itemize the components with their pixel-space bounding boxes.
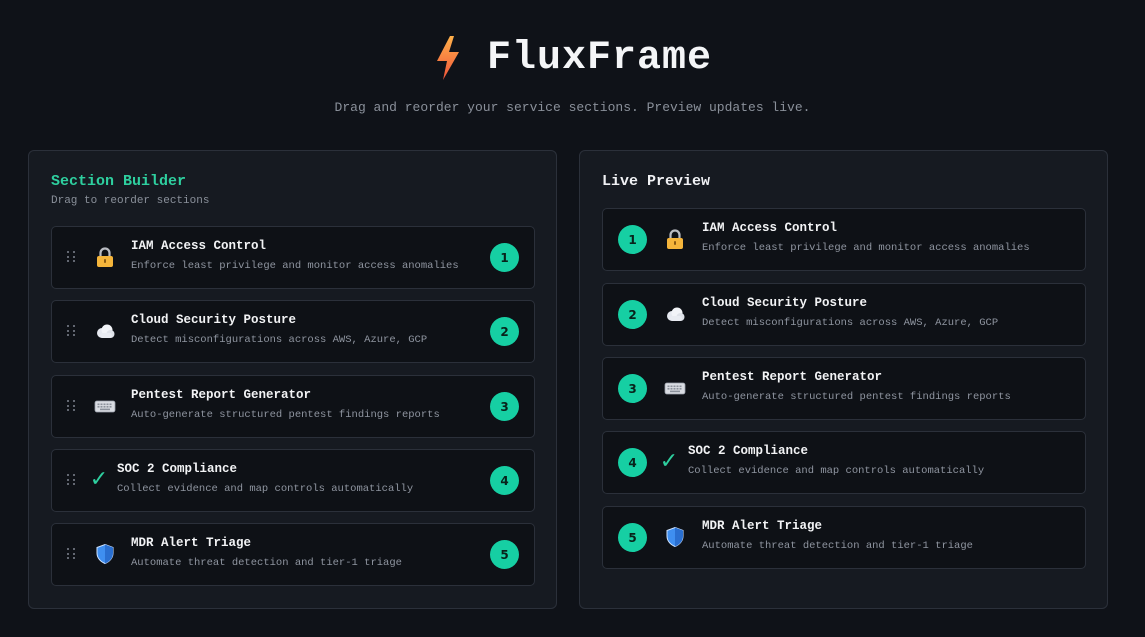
order-badge: 4: [490, 466, 519, 495]
preview-card-pentest: 3 Pentest Report Generator Auto-generate…: [602, 357, 1086, 420]
keyboard-icon: [662, 375, 688, 401]
card-description: Enforce least privilege and monitor acce…: [131, 260, 459, 272]
drag-handle-icon[interactable]: [67, 400, 76, 412]
lightning-bolt-icon: [436, 36, 459, 80]
card-description: Automate threat detection and tier-1 tri…: [131, 557, 402, 569]
builder-card-iam[interactable]: IAM Access Control Enforce least privile…: [51, 226, 535, 289]
card-title: SOC 2 Compliance: [688, 444, 809, 458]
check-mark-icon: ✓: [89, 467, 109, 492]
preview-card-soc2: 4 ✓ SOC 2 Compliance Collect evidence an…: [602, 431, 1086, 494]
builder-card-cloud[interactable]: Cloud Security Posture Detect misconfigu…: [51, 300, 535, 363]
card-title: MDR Alert Triage: [702, 519, 823, 533]
card-description: Auto-generate structured pentest finding…: [131, 409, 440, 421]
drag-handle-icon[interactable]: [67, 474, 76, 486]
card-title: IAM Access Control: [131, 239, 267, 253]
card-title: IAM Access Control: [702, 221, 838, 235]
card-description: Auto-generate structured pentest finding…: [702, 391, 1011, 403]
card-description: Automate threat detection and tier-1 tri…: [702, 540, 973, 552]
order-badge: 4: [618, 448, 647, 477]
drag-handle-icon[interactable]: [67, 548, 76, 560]
drag-handle-icon[interactable]: [67, 251, 76, 263]
card-title: Pentest Report Generator: [702, 370, 883, 384]
builder-card-mdr[interactable]: MDR Alert Triage Automate threat detecti…: [51, 523, 535, 586]
panel-subtitle: Drag to reorder sections: [51, 195, 210, 207]
card-title: Cloud Security Posture: [702, 296, 868, 310]
order-badge: 5: [618, 523, 647, 552]
cloud-icon: [662, 301, 688, 327]
shield-icon: [662, 524, 688, 550]
card-title: Pentest Report Generator: [131, 388, 312, 402]
cloud-icon: [92, 318, 118, 344]
card-description: Enforce least privilege and monitor acce…: [702, 242, 1030, 254]
shield-icon: [92, 541, 118, 567]
preview-card-mdr: 5 MDR Alert Triage Automate threat detec…: [602, 506, 1086, 569]
card-description: Detect misconfigurations across AWS, Azu…: [702, 317, 999, 329]
brand: FluxFrame: [0, 30, 1145, 86]
order-badge: 3: [490, 392, 519, 421]
order-badge: 2: [618, 300, 647, 329]
order-badge: 1: [490, 243, 519, 272]
section-builder-panel: Section Builder Drag to reorder sections…: [28, 150, 557, 609]
lock-icon: [92, 244, 118, 270]
live-preview-panel: Live Preview 1 IAM Access Control Enforc…: [579, 150, 1108, 609]
app-header: FluxFrame Drag and reorder your service …: [0, 30, 1145, 116]
card-description: Collect evidence and map controls automa…: [117, 483, 414, 495]
builder-card-soc2[interactable]: ✓ SOC 2 Compliance Collect evidence and …: [51, 449, 535, 512]
order-badge: 5: [490, 540, 519, 569]
check-mark-icon: ✓: [659, 449, 679, 474]
panel-title: Live Preview: [602, 173, 711, 190]
tagline: Drag and reorder your service sections. …: [334, 100, 811, 115]
order-badge: 3: [618, 374, 647, 403]
brand-name: FluxFrame: [486, 35, 713, 81]
card-title: MDR Alert Triage: [131, 536, 252, 550]
preview-card-cloud: 2 Cloud Security Posture Detect misconfi…: [602, 283, 1086, 346]
order-badge: 1: [618, 225, 647, 254]
card-title: SOC 2 Compliance: [117, 462, 238, 476]
builder-card-pentest[interactable]: Pentest Report Generator Auto-generate s…: [51, 375, 535, 438]
card-description: Detect misconfigurations across AWS, Azu…: [131, 334, 428, 346]
card-title: Cloud Security Posture: [131, 313, 297, 327]
order-badge: 2: [490, 317, 519, 346]
preview-card-iam: 1 IAM Access Control Enforce least privi…: [602, 208, 1086, 271]
lock-icon: [662, 226, 688, 252]
drag-handle-icon[interactable]: [67, 325, 76, 337]
panel-title: Section Builder: [51, 173, 187, 190]
keyboard-icon: [92, 393, 118, 419]
card-description: Collect evidence and map controls automa…: [688, 465, 985, 477]
